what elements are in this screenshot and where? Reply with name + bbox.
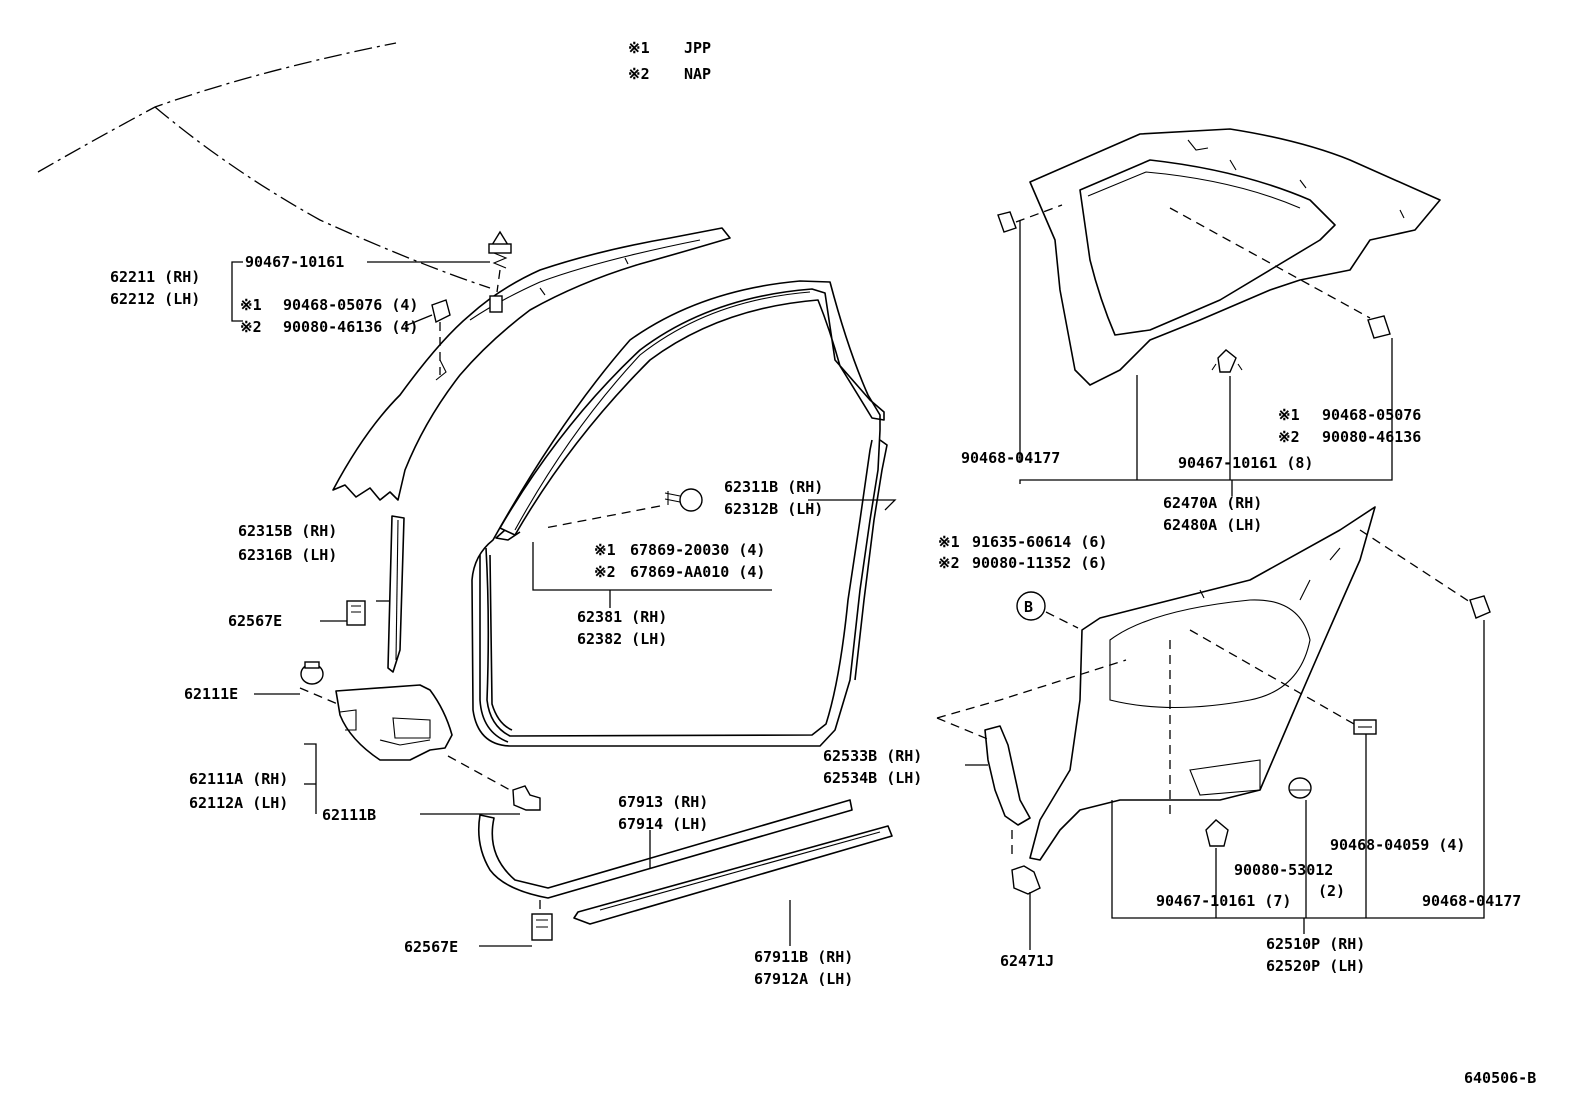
legend-text-2: NAP [684,65,711,83]
label-m1-d: ※1 [938,533,960,551]
label-62312B: 62312B (LH) [724,500,823,518]
diagram-code: 640506-B [1464,1069,1536,1087]
front-pillar-garnish [332,227,731,501]
callout-B-letter: B [1024,598,1033,616]
callout-B: B [1016,591,1079,629]
label-67914: 67914 (LH) [618,815,708,833]
label-m1-a: ※1 [240,296,262,314]
label-90468-04177-a: 90468-04177 [961,449,1060,467]
label-67911B: 67911B (RH) [754,948,853,966]
clip-90468-05076-quarter [1169,207,1391,339]
legend-mark-1: ※1 [628,39,650,57]
weatherstrip-62381 [495,288,885,541]
label-90080-53012: 90080-53012 [1234,861,1333,879]
clip-67869 [544,488,703,529]
label-62315B: 62315B (RH) [238,522,337,540]
label-62567E-a: 62567E [228,612,282,630]
clip-90467-10161-top [488,230,512,293]
clip-90080-53012 [1288,777,1312,799]
label-67869-20030: 67869-20030 (4) [630,541,765,559]
clip-62111B [447,755,541,811]
label-62316B: 62316B (LH) [238,546,337,564]
clip-62111E [299,661,341,706]
label-62534B: 62534B (LH) [823,769,922,787]
label-90080-11352: 90080-11352 (6) [972,554,1107,572]
label-62212: 62212 (LH) [110,290,200,308]
part-labels: 62211 (RH) 62212 (LH) 90467-10161 ※1 904… [110,253,1536,1087]
clip-90468-05076 [431,299,451,375]
label-90467-10161-7: 90467-10161 (7) [1156,892,1291,910]
label-90080-46136-4: 90080-46136 (4) [283,318,418,336]
cowl-side-trim [335,684,453,761]
label-62470A: 62470A (RH) [1163,494,1262,512]
label-m2-c: ※2 [1278,428,1300,446]
clip-90468-04059 [1189,629,1377,735]
label-62510P: 62510P (RH) [1266,935,1365,953]
label-62471J: 62471J [1000,952,1054,970]
label-90468-05076: 90468-05076 [1322,406,1421,424]
clip-62471J [1011,865,1041,895]
label-62211: 62211 (RH) [110,268,200,286]
label-62533B: 62533B (RH) [823,747,922,765]
label-90467-10161-a: 90467-10161 [245,253,344,271]
label-90468-05076-4: 90468-05076 (4) [283,296,418,314]
label-67912A: 67912A (LH) [754,970,853,988]
label-62382: 62382 (LH) [577,630,667,648]
roof-outline [37,42,491,289]
label-62111A: 62111A (RH) [189,770,288,788]
quarter-window-garnish [1029,128,1441,386]
label-62311B: 62311B (RH) [724,478,823,496]
scuff-plate-upper [477,799,853,899]
legend-text-1: JPP [684,39,711,57]
label-91635-60614: 91635-60614 (6) [972,533,1107,551]
bracket-62533B [936,659,1127,860]
label-m2-b: ※2 [594,563,616,581]
clip-90467-10161-quarter [1211,349,1243,373]
legend: ※1 JPP ※2 NAP [628,39,711,83]
label-90080-46136: 90080-46136 [1322,428,1421,446]
label-m2-a: ※2 [240,318,262,336]
label-62480A: 62480A (LH) [1163,516,1262,534]
label-62381: 62381 (RH) [577,608,667,626]
label-62520P: 62520P (LH) [1266,957,1365,975]
label-90468-04059-4: 90468-04059 (4) [1330,836,1465,854]
clip-62567E-lower [531,900,553,941]
clip-90468-04177-lower [1359,529,1491,619]
scuff-plate-lower [573,825,893,925]
quarter-trim-panel [1029,506,1376,861]
label-90468-04177-b: 90468-04177 [1422,892,1521,910]
door-opening-trim [471,280,888,747]
legend-mark-2: ※2 [628,65,650,83]
label-67913: 67913 (RH) [618,793,708,811]
label-62567E-b: 62567E [404,938,458,956]
clip-62567E-upper [346,600,366,626]
label-m1-c: ※1 [1278,406,1300,424]
clip-90467-10161-panel [1169,640,1229,847]
label-62112A: 62112A (LH) [189,794,288,812]
label-qty-2: (2) [1318,882,1345,900]
leader-lines [231,220,1485,950]
center-pillar-garnish [376,515,405,673]
label-90467-10161-8: 90467-10161 (8) [1178,454,1313,472]
label-62111B: 62111B [322,806,376,824]
label-67869-AA010: 67869-AA010 (4) [630,563,765,581]
label-m2-d: ※2 [938,554,960,572]
label-62111E: 62111E [184,685,238,703]
label-m1-b: ※1 [594,541,616,559]
clip-90468-04177-upper [997,204,1063,233]
